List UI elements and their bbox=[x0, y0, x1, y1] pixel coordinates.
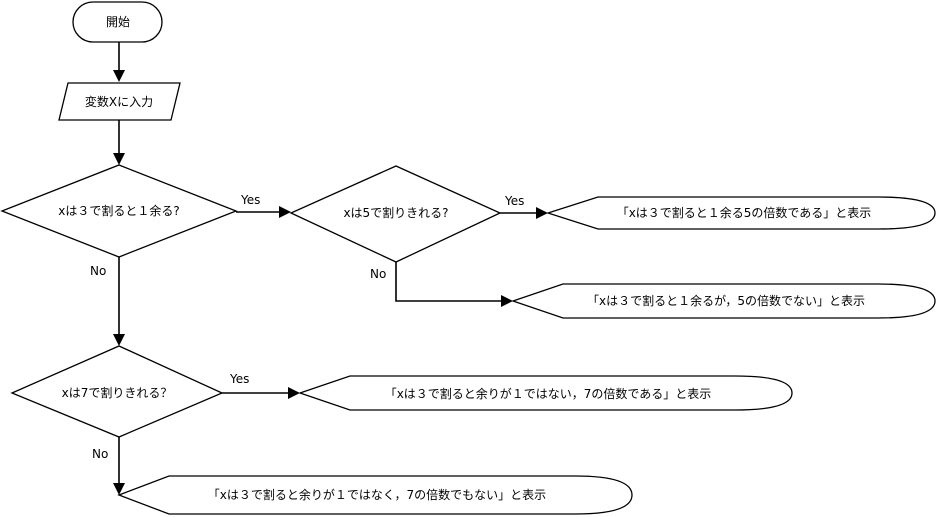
arrowhead bbox=[113, 483, 125, 495]
arrowhead bbox=[279, 206, 291, 218]
arrowhead bbox=[288, 387, 300, 399]
display-not-multiple-of-seven: 「xは３で割ると余りが１ではなく，7の倍数でもない」と表示 bbox=[117, 475, 633, 515]
start-terminal: 開始 bbox=[72, 1, 163, 43]
cond2-no-label: No bbox=[370, 267, 386, 281]
decision-divisible-by-seven: xは7で割りきれる？ bbox=[10, 345, 224, 438]
arrowhead bbox=[113, 334, 125, 346]
arrowhead bbox=[536, 207, 548, 219]
cond1-yes-label: Yes bbox=[240, 193, 260, 207]
display-not-multiple-of-five-label: 「xは３で割ると１余るが，5の倍数でない」と表示 bbox=[587, 293, 865, 308]
display-not-multiple-of-five: 「xは３で割ると１余るが，5の倍数でない」と表示 bbox=[510, 283, 936, 319]
cond1-no-label: No bbox=[90, 264, 106, 278]
display-multiple-of-seven-label: 「xは３で割ると余りが１ではない，7の倍数である」と表示 bbox=[385, 386, 712, 401]
input-label: 変数Xに入力 bbox=[85, 94, 153, 109]
display-not-multiple-of-seven-label: 「xは３で割ると余りが１ではなく，7の倍数でもない」と表示 bbox=[208, 487, 546, 502]
arrowhead bbox=[113, 70, 125, 82]
display-multiple-of-seven: 「xは３で割ると余りが１ではない，7の倍数である」と表示 bbox=[297, 375, 793, 411]
edge-labels: Yes No Yes No Yes No bbox=[90, 193, 524, 461]
decision-divisible-by-five: xは5で割りきれる? bbox=[289, 165, 502, 263]
cond3-yes-label: Yes bbox=[229, 372, 249, 386]
arrowhead bbox=[113, 153, 125, 165]
input-node: 変数Xに入力 bbox=[58, 82, 181, 121]
cond2-yes-label: Yes bbox=[504, 194, 524, 208]
arrowhead bbox=[501, 295, 513, 307]
decision-remainder-one-label: xは３で割ると１余る? bbox=[58, 203, 179, 218]
edges bbox=[113, 42, 548, 495]
display-multiple-of-five-label: 「xは３で割ると１余る5の倍数である」と表示 bbox=[617, 205, 872, 220]
decision-remainder-one: xは３で割ると１余る? bbox=[0, 164, 238, 258]
edge-cond2-no bbox=[395, 262, 503, 302]
display-multiple-of-five: 「xは３で割ると１余る5の倍数である」と表示 bbox=[545, 196, 936, 230]
cond3-no-label: No bbox=[92, 447, 108, 461]
decision-divisible-by-seven-label: xは7で割りきれる？ bbox=[62, 385, 173, 400]
decision-divisible-by-five-label: xは5で割りきれる? bbox=[343, 205, 448, 220]
start-label: 開始 bbox=[106, 15, 130, 29]
